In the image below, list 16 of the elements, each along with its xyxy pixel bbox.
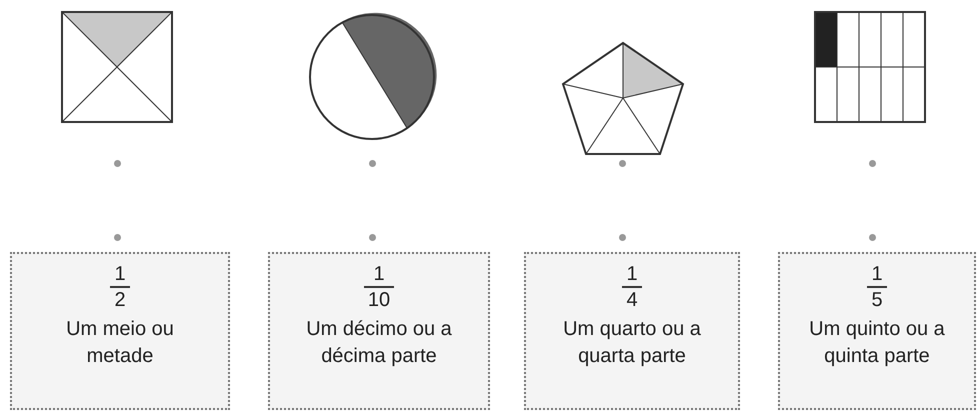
fraction-numerator: 1 [870,262,884,286]
answer-card [778,252,976,410]
answer-card [268,252,490,410]
fraction-numerator: 1 [625,262,639,286]
fraction-denominator: 10 [364,286,394,312]
fraction-denominator: 4 [622,286,642,312]
fraction-name: Um quarto ou a quarta parte [562,317,702,369]
fraction-name: Um quinto ou a quinta parte [808,317,946,369]
fraction-name: Um décimo ou a décima parte [305,317,453,369]
fraction-name: Um meio ou metade [65,317,175,369]
answer-card [524,252,740,410]
fraction-numerator: 1 [113,262,127,286]
fraction-numerator: 1 [372,262,386,286]
fraction-denominator: 2 [110,286,130,312]
fraction-denominator: 5 [867,286,887,312]
answer-card [10,252,230,410]
